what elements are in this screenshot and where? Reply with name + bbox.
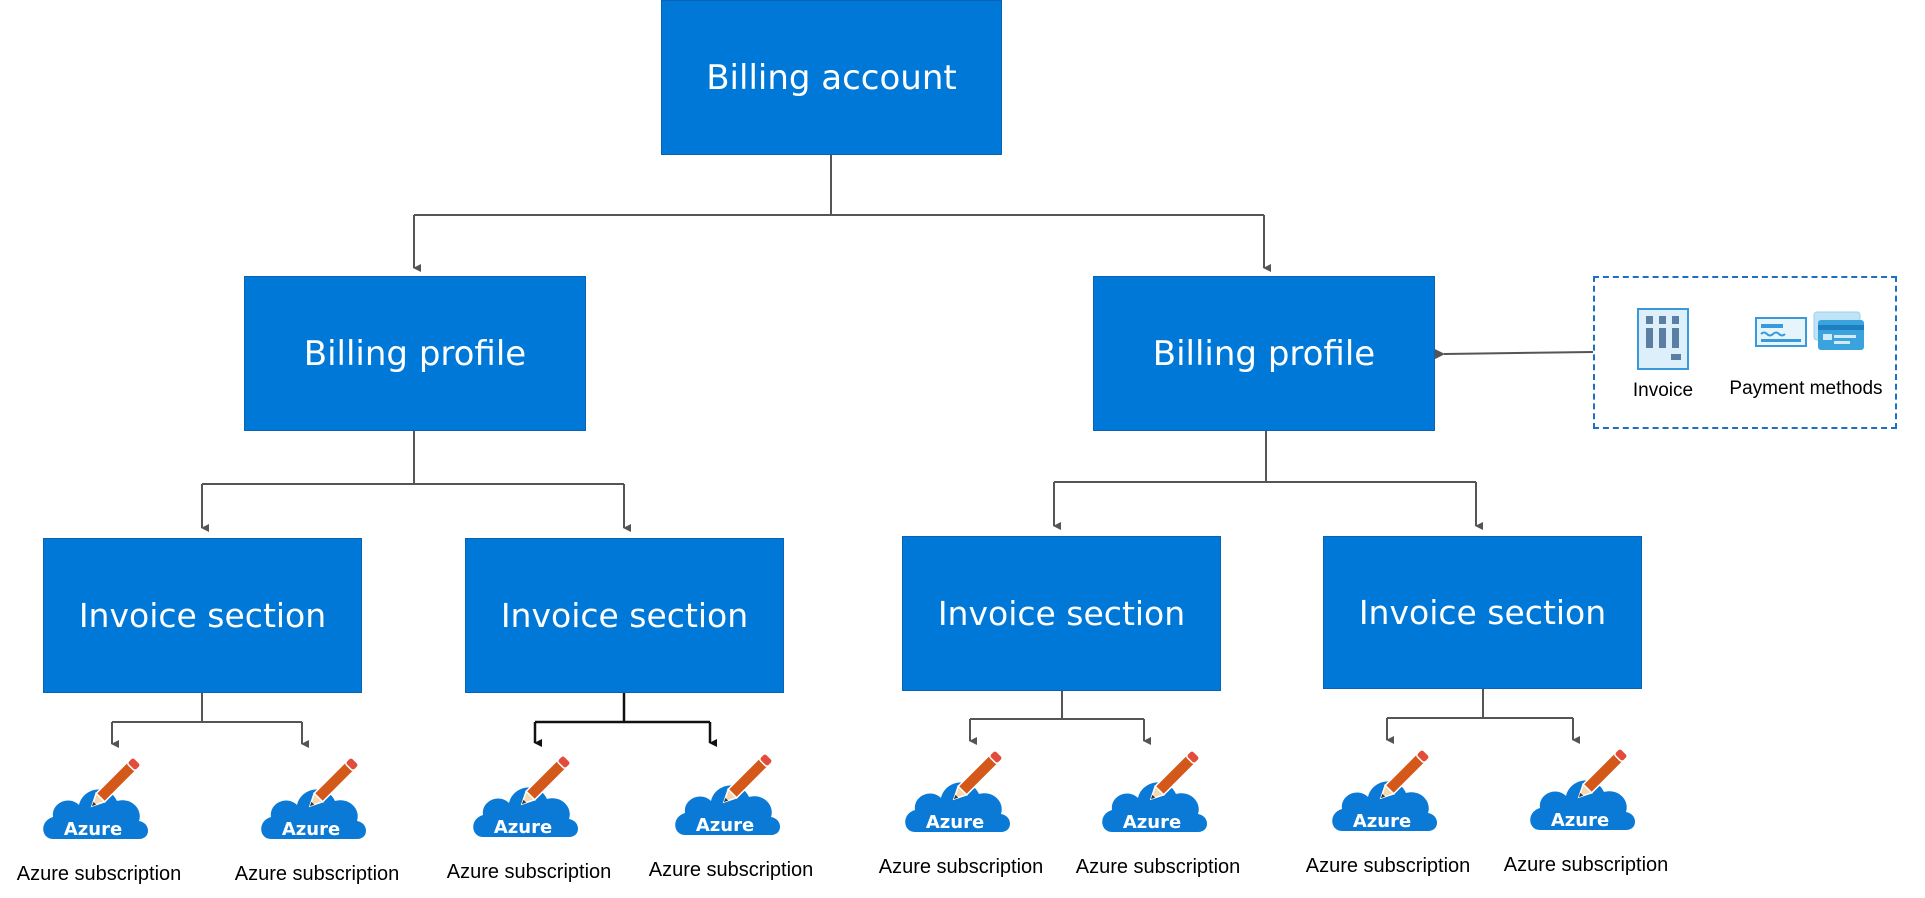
azure-logo-text: Azure [696,815,754,836]
azure-cloud-pencil-icon: Azure [905,750,1010,833]
connector-account [414,154,1264,216]
azure-logo-text: Azure [926,812,984,833]
azure-subscription-label: Azure subscription [1305,855,1471,877]
azure-cloud-pencil-icon: Azure [43,757,148,840]
invoice-legend-item: Invoice [1613,308,1713,402]
invoice-section-node: Invoice section [465,538,784,693]
invoice-section-label: Invoice section [78,596,327,635]
azure-logo-text: Azure [1551,810,1609,831]
azure-logo-text: Azure [494,817,552,838]
azure-subscription-label: Azure subscription [446,861,612,883]
billing-profile-node: Billing profile [1093,276,1435,431]
azure-subscription-label: Azure subscription [1075,856,1241,878]
azure-cloud-pencil-icon: Azure [1332,749,1437,832]
connector-profile-2 [1054,430,1476,483]
azure-cloud-pencil-icon: Azure [1102,750,1207,833]
azure-logo-text: Azure [1123,812,1181,833]
connector-section-3 [970,690,1144,720]
azure-subscription-label: Azure subscription [878,856,1044,878]
azure-subscription-label: Azure subscription [1503,854,1669,876]
azure-subscription-label: Azure subscription [648,859,814,881]
payment-methods-legend-label: Payment methods [1729,378,1883,399]
invoice-legend-label: Invoice [1632,380,1694,401]
azure-cloud-pencil-icon: Azure [675,753,780,836]
connector-section-1 [112,692,302,723]
payment-methods-legend-item: Payment methods [1721,310,1891,400]
connector-legend [1434,349,1594,360]
azure-subscription-label: Azure subscription [16,863,182,885]
connector-section-2 [535,692,710,724]
invoice-section-node: Invoice section [43,538,362,693]
invoice-section-label: Invoice section [500,596,749,635]
invoice-section-label: Invoice section [937,594,1186,633]
billing-profile-legend: Invoice Payment methods [1593,276,1897,429]
billing-profile-label: Billing profile [303,333,527,374]
azure-cloud-pencil-icon: Azure [1530,748,1635,831]
billing-account-label: Billing account [706,57,957,98]
azure-logo-text: Azure [1353,811,1411,832]
invoice-section-node: Invoice section [902,536,1221,691]
azure-logo-text: Azure [64,819,122,840]
billing-account-node: Billing account [661,0,1002,155]
invoice-section-label: Invoice section [1358,593,1607,632]
connector-profile-1 [202,430,624,485]
billing-profile-node: Billing profile [244,276,586,431]
billing-profile-label: Billing profile [1152,333,1376,374]
payment-methods-icon [1755,311,1864,350]
azure-logo-text: Azure [282,819,340,840]
connector-section-4 [1387,688,1573,719]
azure-subscription-label: Azure subscription [234,863,400,885]
azure-cloud-pencil-icon: Azure [473,755,578,838]
azure-cloud-pencil-icon: Azure [261,757,366,840]
invoice-section-node: Invoice section [1323,536,1642,689]
invoice-icon [1637,308,1689,370]
